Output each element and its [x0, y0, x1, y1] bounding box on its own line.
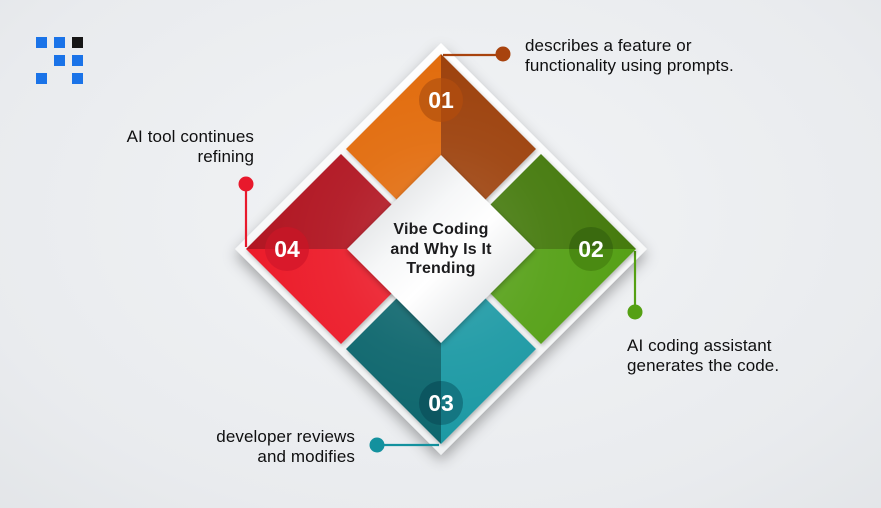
segment-04-badge: 04: [265, 227, 309, 271]
center-diamond: [347, 155, 535, 343]
callout-label-04: AI tool continues refining: [126, 127, 254, 166]
connector-04-dot: [238, 176, 254, 192]
logo-square: [36, 37, 47, 48]
segment-03-badge: 03: [419, 381, 463, 425]
logo-square-dark: [72, 37, 83, 48]
badge-01-right: [441, 78, 463, 122]
logo-square: [36, 73, 47, 84]
badge-04-bottom: [265, 249, 309, 271]
connector-03: [369, 437, 439, 453]
callout-label-03: developer reviews and modifies: [216, 427, 355, 466]
connector-02-dot: [627, 304, 643, 320]
segment-02-number: 02: [578, 236, 604, 262]
segment-03-number: 03: [428, 390, 454, 416]
segment-02-badge: 02: [569, 227, 613, 271]
logo-square: [54, 37, 65, 48]
badge-02-bottom: [569, 249, 613, 271]
logo-square: [72, 73, 83, 84]
logo-square: [72, 55, 83, 66]
badge-01-left: [419, 78, 441, 122]
diamond-title: Vibe Coding and Why Is It Trending: [390, 221, 492, 277]
connector-02: [627, 251, 643, 320]
badge-02-top: [569, 227, 613, 249]
badge-03-right: [441, 381, 463, 425]
logo-square: [54, 55, 65, 66]
brand-logo: [36, 37, 84, 85]
segment-01-number: 01: [428, 87, 454, 113]
connector-01-dot: [495, 46, 511, 62]
callout-label-01: describes a feature or functionality usi…: [525, 36, 734, 75]
connector-03-dot: [369, 437, 385, 453]
badge-04-top: [265, 227, 309, 249]
connector-04: [238, 176, 254, 247]
badge-03-left: [419, 381, 441, 425]
segment-01-badge: 01: [419, 78, 463, 122]
connector-01: [443, 46, 511, 62]
segment-04-number: 04: [274, 236, 300, 262]
callout-label-02: AI coding assistant generates the code.: [627, 336, 780, 375]
